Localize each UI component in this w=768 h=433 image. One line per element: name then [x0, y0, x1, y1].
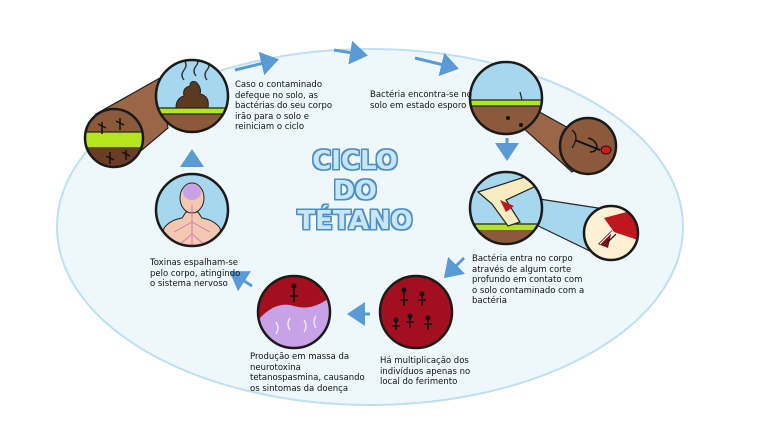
caption-multiplication: Há multiplicação dos indivíduos apenas n… [380, 356, 471, 387]
arrow-5 [443, 256, 466, 279]
title-line-2: DO [333, 176, 377, 206]
zoom-circle-defecation [83, 107, 145, 169]
stage-circle-wound [468, 170, 544, 246]
stage-circle-defecation [154, 58, 230, 134]
cycle-arrows [180, 40, 519, 326]
arrow-2 [333, 40, 368, 65]
cycle-ellipse [56, 48, 684, 406]
caption-soil-spore: Bactéria encontra-se no solo em estado e… [370, 90, 472, 111]
title-line-1: CICLO [312, 146, 398, 176]
stage-circle-toxin [256, 274, 332, 350]
arrow-3 [414, 52, 459, 77]
caption-defecation: Caso o contaminado defeque no solo, as b… [235, 80, 333, 132]
caption-toxin-production: Produção em massa da neurotoxina tetanos… [250, 352, 365, 394]
title-line-3: TÉTANO [297, 206, 413, 236]
stage-circle-nervous-system [154, 172, 230, 248]
caption-spread: Toxinas espalham-se pelo corpo, atingind… [150, 258, 241, 289]
arrow-7 [229, 271, 253, 292]
caption-entry: Bactéria entra no corpo através de algum… [472, 254, 585, 306]
zoom-circle-wound [582, 204, 640, 262]
zoom-circle-spore [558, 116, 618, 176]
stage-circle-multiplication [378, 274, 454, 350]
arrow-1 [234, 51, 279, 76]
